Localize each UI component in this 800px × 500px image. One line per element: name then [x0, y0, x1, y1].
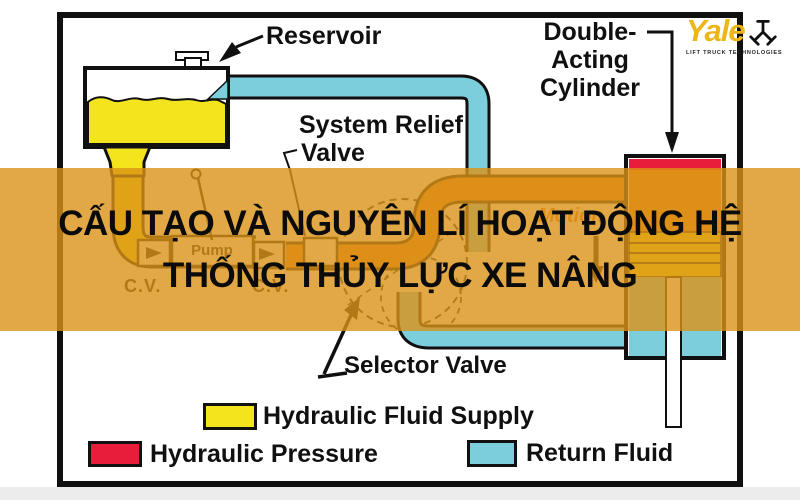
reservoir-fluid — [87, 96, 227, 145]
legend-label-supply: Hydraulic Fluid Supply — [263, 402, 534, 430]
legend-swatch-supply — [203, 403, 257, 430]
yale-trident-icon — [748, 19, 777, 46]
reservoir-shape — [83, 51, 230, 178]
yale-tagline: LIFT TRUCK TECHNOLOGIES — [686, 50, 783, 56]
yale-logo: Yale LIFT TRUCK TECHNOLOGIES — [686, 13, 790, 56]
selector-valve-label: Selector Valve — [344, 352, 507, 379]
reservoir-arrow — [235, 34, 264, 49]
cylinder-arrow — [647, 30, 674, 136]
double-acting-label: Double- Acting Cylinder — [539, 18, 641, 102]
title-line-2: THỐNG THỦY LỰC XE NÂNG — [162, 255, 638, 295]
system-relief-label-line2: Valve — [301, 139, 365, 167]
system-relief-label-line1: System Relief — [299, 111, 463, 139]
legend-swatch-pressure — [88, 441, 142, 467]
legend-label-pressure: Hydraulic Pressure — [150, 440, 378, 468]
title-line-1: CẤU TẠO VÀ NGUYÊN LÍ HOẠT ĐỘNG HỆ — [58, 203, 742, 243]
cylinder-red-cap — [629, 159, 721, 170]
reservoir-label: Reservoir — [266, 22, 382, 50]
return-pipe-top — [226, 74, 491, 252]
legend-label-return: Return Fluid — [526, 439, 674, 467]
yale-wordmark: Yale — [686, 13, 746, 48]
bottom-gray-margin — [0, 487, 800, 500]
reservoir-return-inlet — [206, 78, 229, 100]
legend-swatch-return — [467, 440, 517, 467]
title-banner: CẤU TẠO VÀ NGUYÊN LÍ HOẠT ĐỘNG HỆ THỐNG … — [0, 168, 800, 331]
